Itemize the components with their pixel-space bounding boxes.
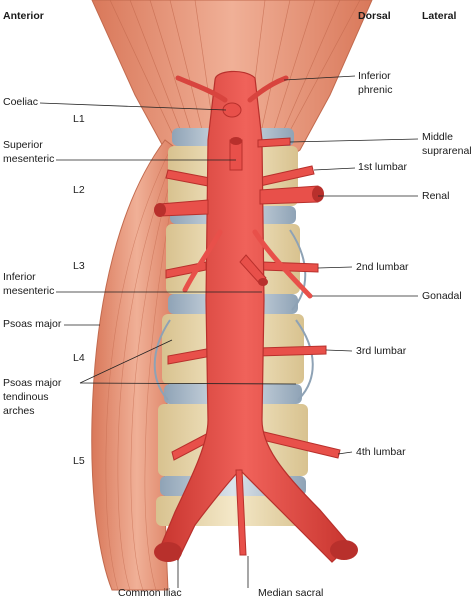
- label-second-lumbar: 2nd lumbar: [356, 261, 409, 273]
- gonadal-arteries: [182, 229, 313, 299]
- anterior-header: Anterior: [3, 10, 44, 22]
- label-first-lumbar: 1st lumbar: [358, 161, 408, 173]
- lateral-header: Lateral: [422, 10, 457, 22]
- label-superior-mesenteric-line1: Superior: [3, 139, 43, 151]
- label-inferior-mesenteric-line2: mesenteric: [3, 285, 55, 297]
- label-inferior-phrenic-line1: Inferior: [358, 70, 391, 82]
- label-tendinous-arches-line2: tendinous: [3, 391, 49, 403]
- level-l2: L2: [73, 184, 85, 196]
- label-inferior-mesenteric-line1: Inferior: [3, 271, 36, 283]
- level-l1: L1: [73, 113, 85, 125]
- label-tendinous-arches-line1: Psoas major: [3, 377, 62, 389]
- tendinous-arches: [153, 229, 314, 401]
- level-l4: L4: [73, 352, 85, 364]
- label-gonadal: Gonadal: [422, 290, 462, 302]
- dorsal-header: Dorsal: [358, 10, 391, 22]
- median-sacral-artery: [235, 469, 247, 556]
- inferior-mesenteric-opening: [258, 278, 268, 286]
- label-superior-mesenteric-line2: mesenteric: [3, 153, 55, 165]
- leader-lines: [39, 75, 419, 588]
- label-third-lumbar: 3rd lumbar: [356, 345, 407, 357]
- psoas-major-muscle: [91, 139, 183, 591]
- middle-suprarenal-artery: [257, 137, 291, 148]
- inferior-phrenic-arteries: [175, 75, 289, 103]
- label-median-sacral: Median sacral: [258, 587, 324, 599]
- label-renal: Renal: [422, 190, 450, 202]
- label-inferior-phrenic-line2: phrenic: [358, 84, 393, 96]
- right-iliac-end: [330, 540, 358, 560]
- label-tendinous-arches-line3: arches: [3, 405, 35, 417]
- left-iliac-end: [154, 542, 182, 562]
- label-middle-suprarenal-line2: suprarenal: [422, 145, 471, 157]
- level-l5: L5: [73, 455, 85, 467]
- label-coeliac: Coeliac: [3, 96, 39, 108]
- label-middle-suprarenal-line1: Middle: [422, 131, 453, 143]
- superior-mesenteric-opening: [230, 137, 242, 145]
- label-fourth-lumbar: 4th lumbar: [356, 446, 406, 458]
- label-psoas-major: Psoas major: [3, 318, 62, 330]
- level-l3: L3: [73, 260, 85, 272]
- label-common-iliac: Common iliac: [118, 587, 182, 599]
- renal-arteries: [154, 185, 324, 217]
